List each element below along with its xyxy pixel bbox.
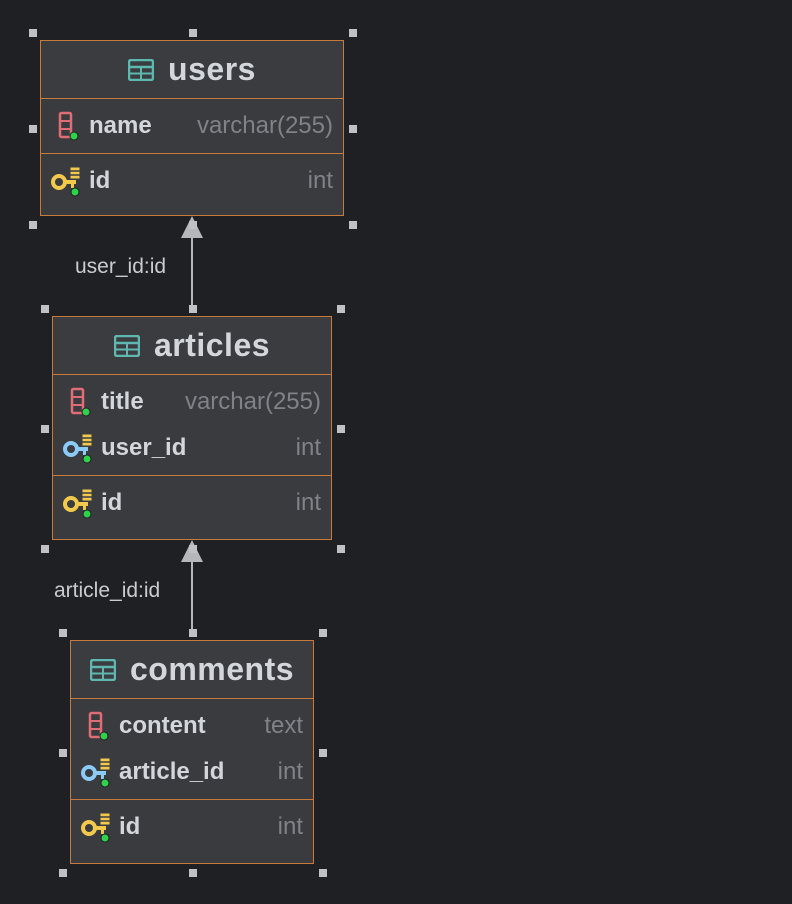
field-row[interactable]: article_id int bbox=[71, 749, 313, 795]
table-users[interactable]: users name varchar(255) id int bbox=[40, 40, 344, 216]
field-name: user_id bbox=[101, 434, 187, 461]
resize-handle-top-left[interactable] bbox=[41, 305, 49, 313]
resize-handle-bottom-right[interactable] bbox=[319, 869, 327, 877]
column-section: title varchar(255) user_id int bbox=[53, 375, 331, 476]
primary-key-icon bbox=[63, 487, 101, 519]
field-row[interactable]: id int bbox=[41, 158, 343, 204]
field-name: title bbox=[101, 388, 144, 415]
resize-handle-middle-right[interactable] bbox=[337, 425, 345, 433]
column-icon bbox=[63, 386, 101, 418]
resize-handle-bottom-right[interactable] bbox=[349, 221, 357, 229]
resize-handle-middle-right[interactable] bbox=[319, 749, 327, 757]
resize-handle-middle-left[interactable] bbox=[29, 125, 37, 133]
field-name: id bbox=[101, 489, 123, 516]
column-section: name varchar(255) bbox=[41, 99, 343, 154]
resize-handle-top-right[interactable] bbox=[349, 29, 357, 37]
table-icon bbox=[128, 58, 155, 81]
table-icon bbox=[89, 658, 116, 681]
field-name: name bbox=[89, 112, 152, 139]
table-header[interactable]: comments bbox=[71, 641, 313, 699]
resize-handle-top-center[interactable] bbox=[189, 629, 197, 637]
table-name: comments bbox=[129, 651, 295, 687]
field-type: int bbox=[307, 167, 333, 194]
resize-handle-bottom-right[interactable] bbox=[337, 545, 345, 553]
field-row[interactable]: name varchar(255) bbox=[41, 103, 343, 149]
foreign-key-icon bbox=[63, 432, 101, 464]
key-section: id int bbox=[71, 800, 313, 854]
resize-handle-top-right[interactable] bbox=[319, 629, 327, 637]
resize-handle-middle-right[interactable] bbox=[349, 125, 357, 133]
field-type: text bbox=[264, 712, 303, 739]
table-header[interactable]: users bbox=[41, 41, 343, 99]
field-name: id bbox=[89, 167, 111, 194]
primary-key-icon bbox=[81, 811, 119, 843]
primary-key-icon bbox=[51, 165, 89, 197]
field-row[interactable]: content text bbox=[71, 703, 313, 749]
field-row[interactable]: user_id int bbox=[53, 425, 331, 471]
resize-handle-top-right[interactable] bbox=[337, 305, 345, 313]
connection-label-user-id: user_id:id bbox=[75, 255, 167, 278]
key-section: id int bbox=[53, 476, 331, 530]
table-header[interactable]: articles bbox=[53, 317, 331, 375]
foreign-key-icon bbox=[81, 756, 119, 788]
resize-handle-top-left[interactable] bbox=[59, 629, 67, 637]
resize-handle-middle-left[interactable] bbox=[41, 425, 49, 433]
key-section: id int bbox=[41, 154, 343, 208]
field-type: varchar(255) bbox=[196, 112, 333, 139]
field-name: id bbox=[119, 813, 141, 840]
column-icon bbox=[51, 110, 89, 142]
resize-handle-bottom-left[interactable] bbox=[59, 869, 67, 877]
resize-handle-middle-left[interactable] bbox=[59, 749, 67, 757]
field-row[interactable]: id int bbox=[71, 804, 313, 850]
field-type: int bbox=[295, 434, 321, 461]
resize-handle-bottom-left[interactable] bbox=[29, 221, 37, 229]
resize-handle-bottom-center[interactable] bbox=[189, 221, 197, 229]
resize-handle-bottom-center[interactable] bbox=[189, 869, 197, 877]
resize-handle-top-center[interactable] bbox=[189, 305, 197, 313]
table-icon bbox=[113, 334, 140, 357]
column-section: content text article_id int bbox=[71, 699, 313, 800]
column-icon bbox=[81, 710, 119, 742]
field-type: int bbox=[277, 758, 303, 785]
field-name: article_id bbox=[119, 758, 225, 785]
resize-handle-top-left[interactable] bbox=[29, 29, 37, 37]
resize-handle-bottom-left[interactable] bbox=[41, 545, 49, 553]
field-type: varchar(255) bbox=[184, 388, 321, 415]
field-name: content bbox=[119, 712, 206, 739]
connection-label-article-id: article_id:id bbox=[54, 579, 161, 602]
table-name: users bbox=[168, 51, 256, 87]
table-name: articles bbox=[153, 327, 271, 363]
resize-handle-bottom-center[interactable] bbox=[189, 545, 197, 553]
field-row[interactable]: id int bbox=[53, 480, 331, 526]
field-type: int bbox=[277, 813, 303, 840]
resize-handle-top-center[interactable] bbox=[189, 29, 197, 37]
field-row[interactable]: title varchar(255) bbox=[53, 379, 331, 425]
field-type: int bbox=[295, 489, 321, 516]
